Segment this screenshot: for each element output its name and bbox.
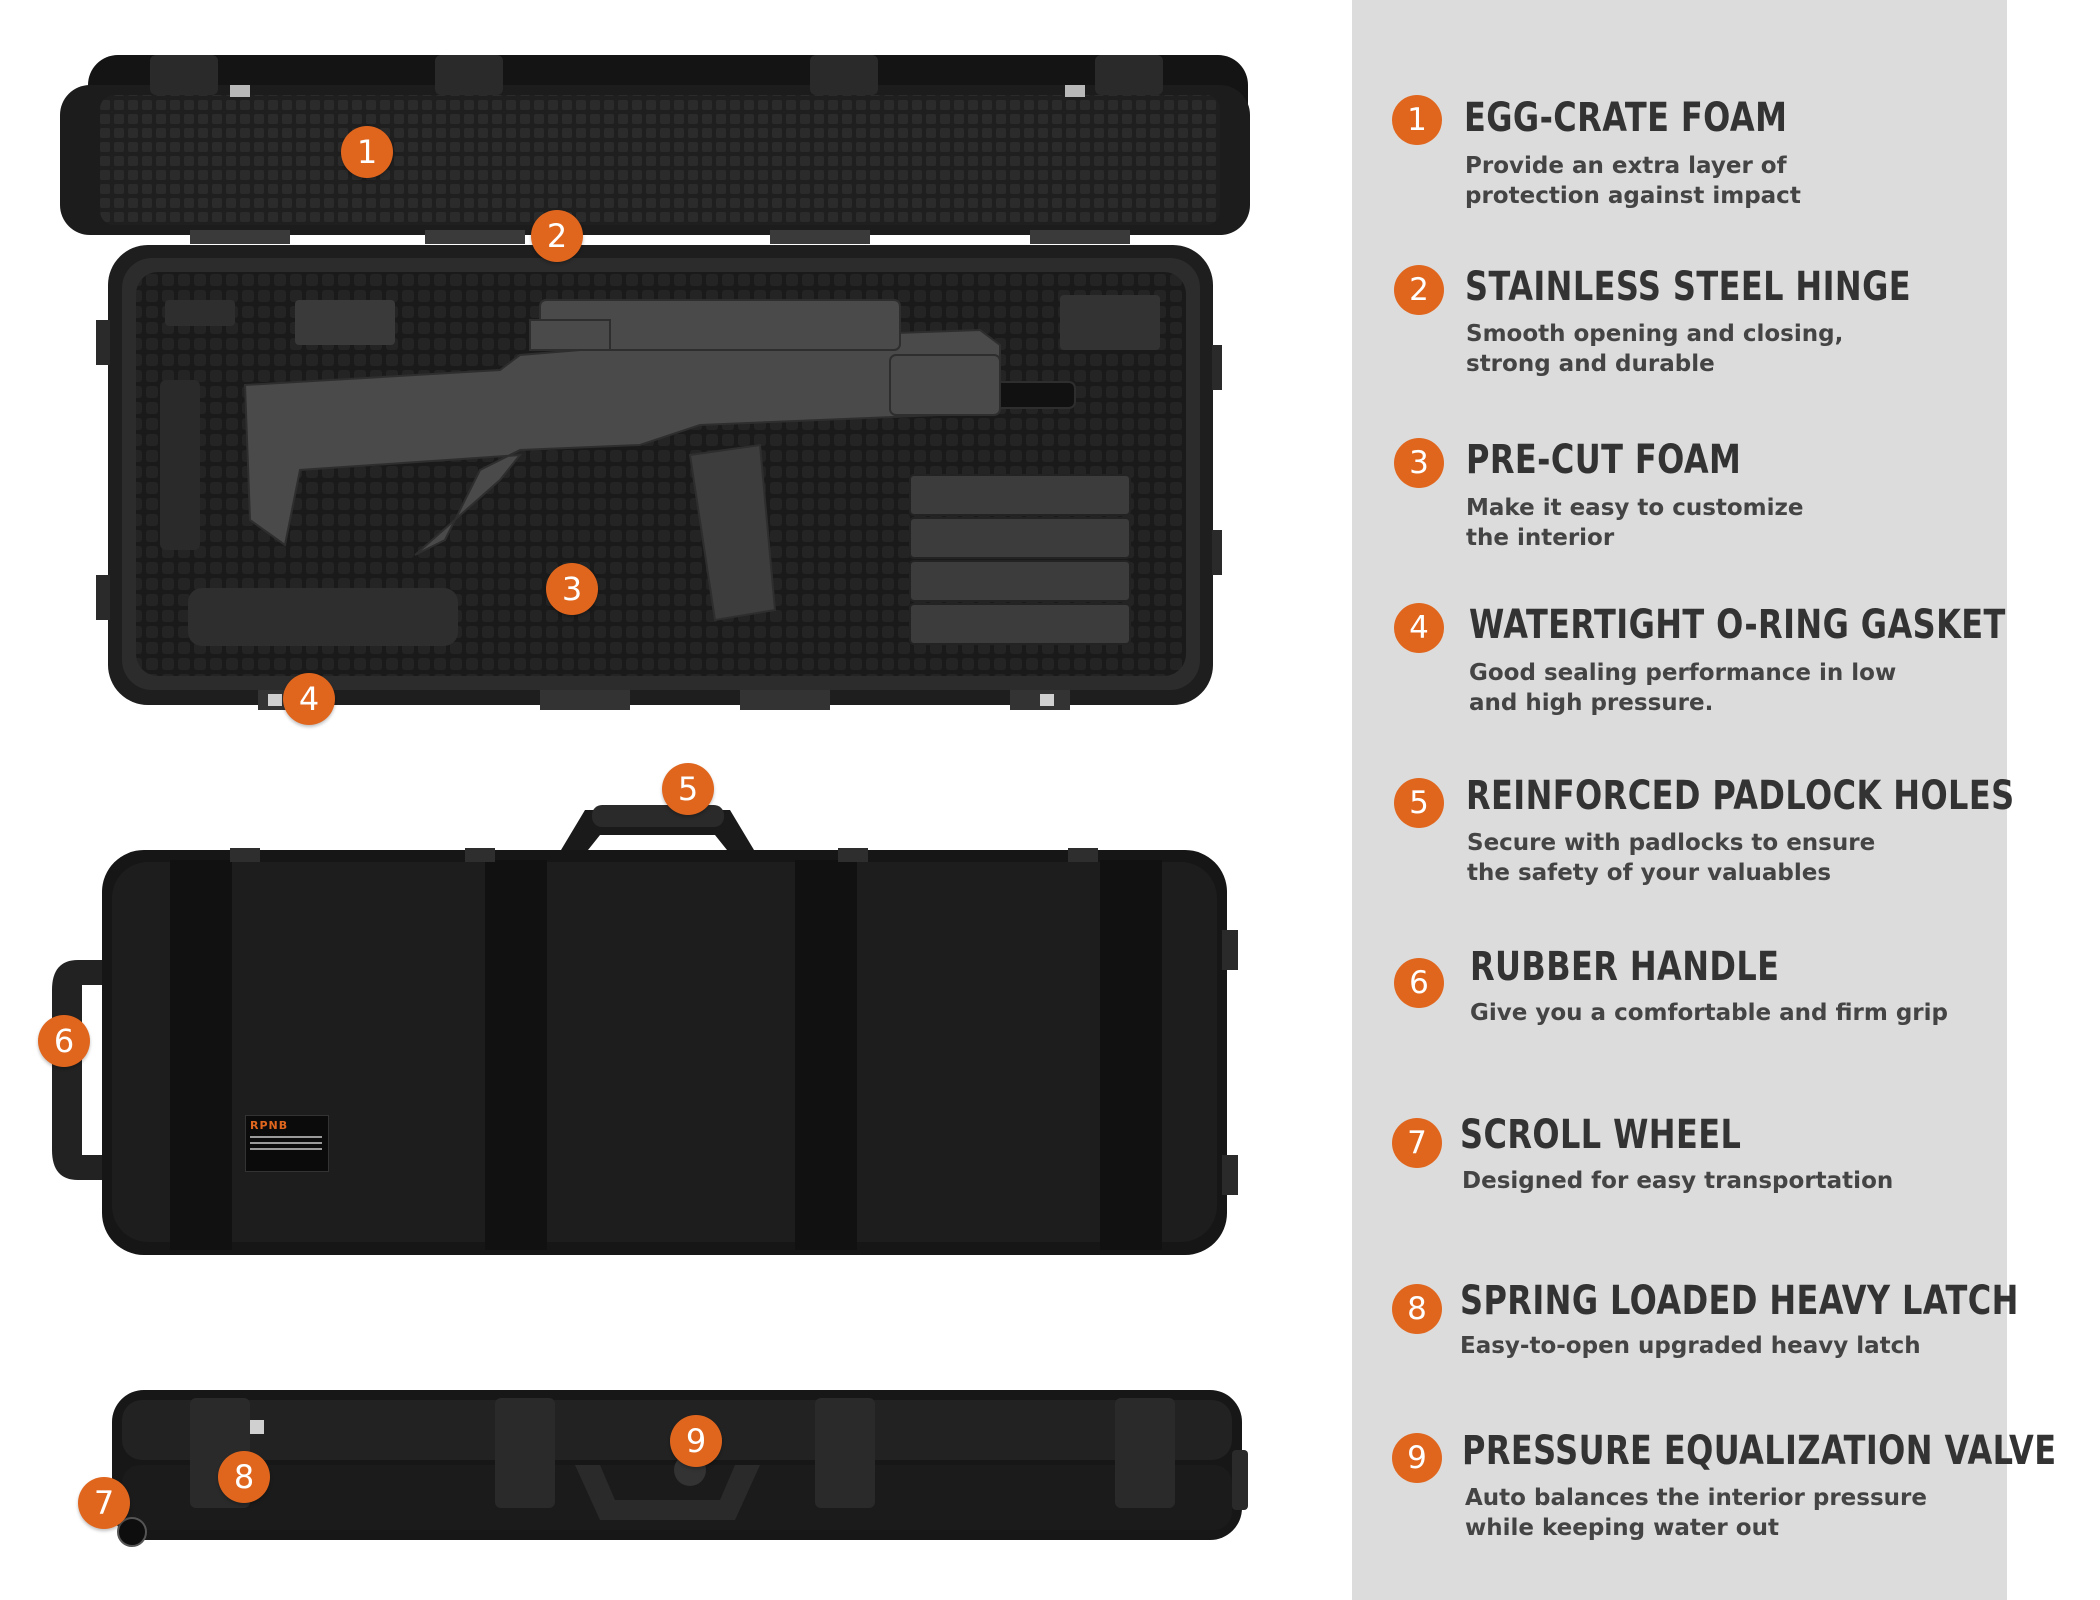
brand-label-lines <box>250 1136 322 1154</box>
feature-title: STAINLESS STEEL HINGE <box>1465 264 1912 310</box>
feature-title: PRESSURE EQUALIZATION VALVE <box>1462 1428 2057 1474</box>
feature-number: 3 <box>1394 438 1444 488</box>
feature-description: Give you a comfortable and firm grip <box>1470 1000 1948 1026</box>
rifle <box>243 299 1076 622</box>
features-panel: 1 EGG-CRATE FOAM Provide an extra layer … <box>1352 0 2056 1600</box>
suppressor <box>188 588 458 646</box>
feature-number: 6 <box>1394 958 1444 1008</box>
callout-badge-2: 2 <box>531 210 583 262</box>
rear-sight <box>1060 295 1160 350</box>
feature-description: Smooth opening and closing, strong and d… <box>1466 321 1844 377</box>
product-illustration-area: RPNB 1 2 3 4 5 6 7 8 9 <box>38 55 1250 1547</box>
callout-badge-5: 5 <box>662 763 714 815</box>
feature-description: Easy-to-open upgraded heavy latch <box>1460 1333 1921 1359</box>
feature-description: Good sealing performance in low and high… <box>1469 660 1897 716</box>
egg-crate-foam <box>100 95 1220 225</box>
red-dot-sight <box>295 300 395 345</box>
feature-description: Secure with padlocks to ensure the safet… <box>1467 830 1876 886</box>
feature-number: 8 <box>1392 1284 1442 1334</box>
brand-label: RPNB <box>245 1115 329 1172</box>
callout-badge-3: 3 <box>546 563 598 615</box>
feature-number: 4 <box>1394 603 1444 653</box>
callout-badge-1: 1 <box>341 126 393 178</box>
feature-number: 1 <box>1392 95 1442 145</box>
callout-badge-7: 7 <box>78 1477 130 1529</box>
callout-badge-8: 8 <box>218 1451 270 1503</box>
open-case-base <box>96 245 1222 710</box>
feature-number: 2 <box>1394 265 1444 315</box>
feature-title: SCROLL WHEEL <box>1460 1112 1742 1158</box>
magazines <box>909 474 1131 645</box>
open-case-lid <box>60 55 1250 235</box>
feature-title: RUBBER HANDLE <box>1470 944 1780 990</box>
feature-number: 9 <box>1392 1433 1442 1483</box>
brand-label-text: RPNB <box>250 1119 289 1132</box>
feature-title: WATERTIGHT O-RING GASKET <box>1469 602 2006 648</box>
closed-case-side <box>112 1390 1248 1547</box>
feature-title: SPRING LOADED HEAVY LATCH <box>1460 1278 2019 1324</box>
feature-number: 5 <box>1394 778 1444 828</box>
feature-description: Provide an extra layer of protection aga… <box>1465 153 1801 209</box>
feature-description: Make it easy to customize the interior <box>1466 495 1804 551</box>
feature-description: Auto balances the interior pressure whil… <box>1465 1485 1927 1541</box>
closed-case-front <box>52 805 1238 1255</box>
callout-badge-6: 6 <box>38 1015 90 1067</box>
callout-badge-9: 9 <box>670 1415 722 1467</box>
case-illustration <box>52 55 1250 1547</box>
scope-mount <box>165 300 235 326</box>
feature-title: EGG-CRATE FOAM <box>1464 95 1788 141</box>
flashlight <box>160 380 200 550</box>
feature-number: 7 <box>1392 1118 1442 1168</box>
feature-title: REINFORCED PADLOCK HOLES <box>1466 773 2015 819</box>
callout-badge-4: 4 <box>283 673 335 725</box>
feature-title: PRE-CUT FOAM <box>1466 437 1742 483</box>
hinge-row <box>190 230 1130 244</box>
feature-description: Designed for easy transportation <box>1462 1168 1894 1194</box>
